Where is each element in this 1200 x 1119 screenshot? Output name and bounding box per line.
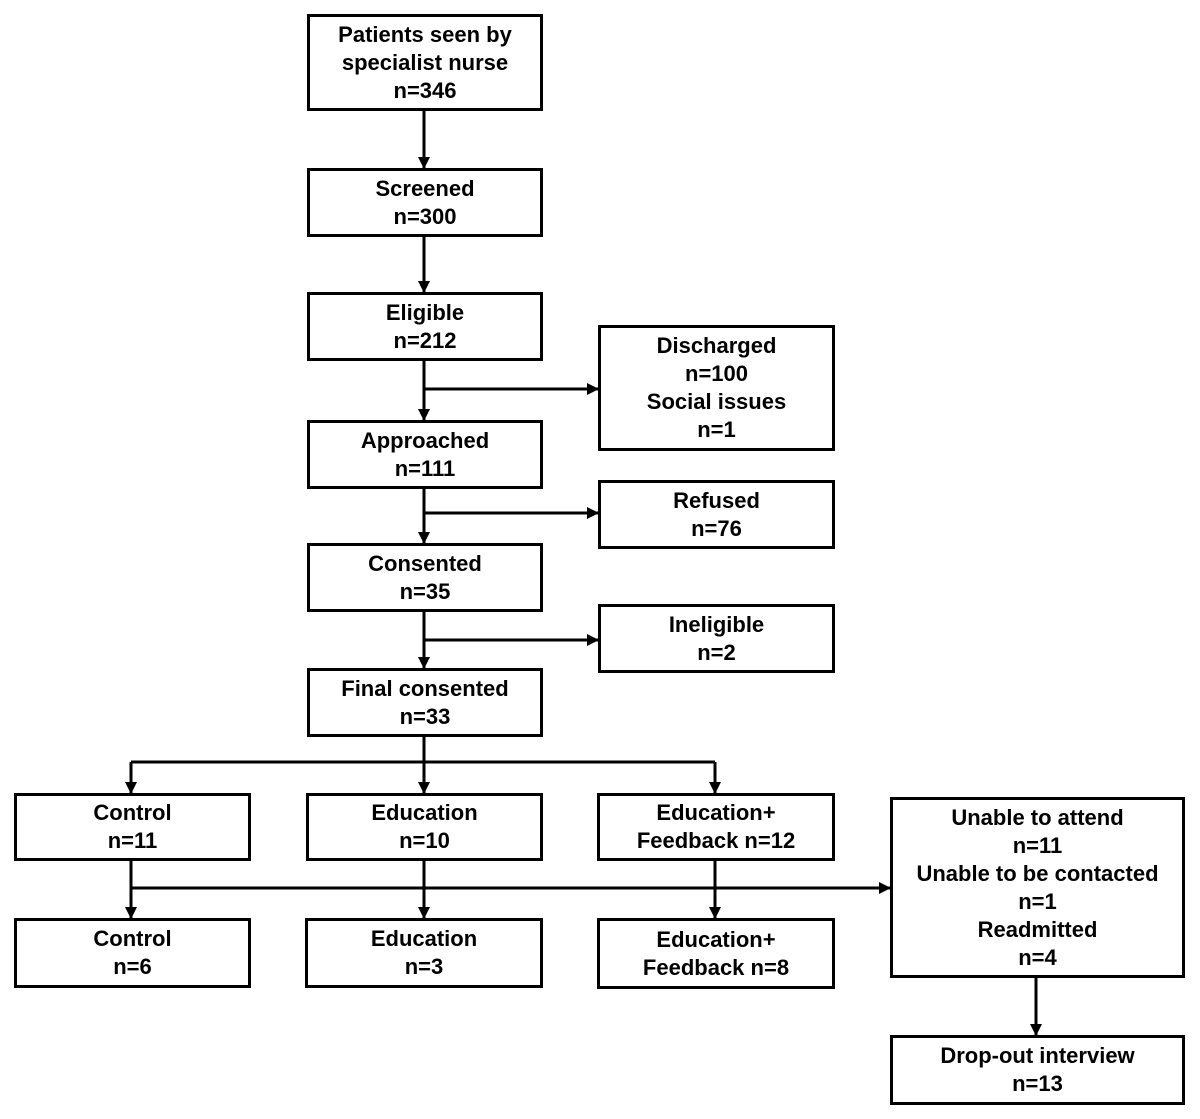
box-refused: Refused n=76: [598, 480, 835, 549]
box-eligible: Eligible n=212: [307, 292, 543, 361]
screened-count: n=300: [393, 203, 457, 229]
final-consented-count: n=33: [399, 703, 451, 729]
box-consented: Consented n=35: [307, 543, 543, 612]
eligible-label: Eligible: [385, 299, 465, 325]
box-patients-seen: Patients seen by specialist nurse n=346: [307, 14, 543, 111]
education-final-label: Education: [370, 926, 478, 951]
consented-label: Consented: [368, 550, 482, 576]
box-edufeed-final: Education+ Feedback n=8: [597, 918, 835, 989]
consented-count: n=35: [399, 578, 451, 604]
box-screened: Screened n=300: [307, 168, 543, 237]
box-final-consented: Final consented n=33: [307, 668, 543, 737]
control-final-count: n=6: [113, 954, 152, 979]
refused-count: n=76: [691, 515, 742, 541]
box-approached: Approached n=111: [307, 420, 543, 489]
final-consented-label: Final consented: [341, 675, 509, 701]
approached-count: n=111: [394, 455, 456, 481]
box-discharged: Discharged n=100 Social issues n=1: [598, 325, 835, 451]
ineligible-label: Ineligible: [668, 611, 765, 637]
dropout-interview-count: n=13: [1012, 1071, 1063, 1096]
social-issues-label: Social issues: [646, 389, 787, 414]
patients-seen-line-1: Patients seen by: [338, 21, 512, 47]
readmitted-label: Readmitted: [977, 916, 1098, 942]
education-final-count: n=3: [404, 954, 444, 979]
screened-label: Screened: [375, 175, 475, 201]
dropout-interview-label: Drop-out interview: [940, 1043, 1135, 1068]
control-allocated-count: n=11: [107, 828, 158, 853]
unable-attend-label: Unable to attend: [951, 804, 1124, 830]
unable-contacted-label: Unable to be contacted: [916, 860, 1159, 886]
education-allocated-count: n=10: [399, 828, 450, 853]
discharged-label: Discharged: [656, 333, 777, 358]
box-control-final: Control n=6: [14, 918, 251, 988]
box-control-allocated: Control n=11: [14, 793, 251, 861]
eligible-count: n=212: [393, 327, 457, 353]
unable-contacted-count: n=1: [1018, 888, 1057, 914]
approached-label: Approached: [360, 427, 490, 453]
patients-seen-count: n=346: [393, 77, 457, 103]
box-education-final: Education n=3: [305, 918, 543, 988]
edufeed-allocated-label: Education+: [656, 800, 776, 825]
edufeed-final-count: Feedback n=8: [642, 954, 790, 980]
edufeed-allocated-count: Feedback n=12: [636, 828, 796, 853]
box-unable: Unable to attend n=11 Unable to be conta…: [890, 797, 1185, 978]
unable-attend-count: n=11: [1012, 832, 1063, 858]
box-ineligible: Ineligible n=2: [598, 604, 835, 673]
readmitted-count: n=4: [1018, 944, 1057, 970]
discharged-count: n=100: [685, 361, 748, 386]
control-final-label: Control: [93, 926, 172, 951]
patients-seen-line-2: specialist nurse: [341, 49, 509, 75]
control-allocated-label: Control: [93, 800, 172, 825]
education-allocated-label: Education: [371, 800, 478, 825]
box-dropout-interview: Drop-out interview n=13: [890, 1035, 1185, 1105]
ineligible-count: n=2: [697, 639, 736, 665]
edufeed-final-label: Education+: [656, 926, 776, 952]
social-issues-count: n=1: [697, 417, 736, 442]
box-education-allocated: Education n=10: [306, 793, 543, 861]
refused-label: Refused: [673, 487, 760, 513]
box-edufeed-allocated: Education+ Feedback n=12: [597, 793, 835, 861]
